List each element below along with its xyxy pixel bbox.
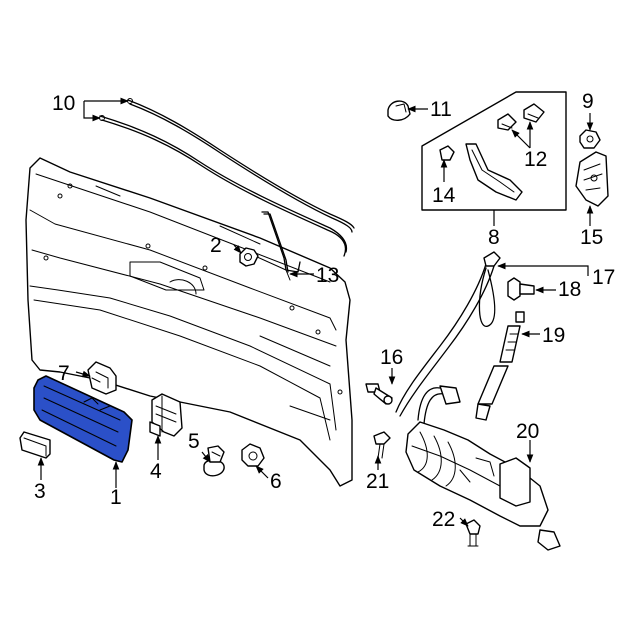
callout-labels: 1 2 3 4 5 6 7 8 9 10 11 12 13 14 15 16 1… bbox=[34, 90, 615, 531]
nut-part-2 bbox=[239, 247, 259, 267]
callout-11: 11 bbox=[430, 98, 452, 121]
callout-1: 1 bbox=[110, 486, 122, 509]
grommet-part-6 bbox=[241, 443, 265, 467]
screw-part-22 bbox=[465, 519, 481, 547]
switch-part-7 bbox=[87, 361, 117, 395]
actuator-rod bbox=[261, 211, 301, 273]
clip-part-11 bbox=[387, 100, 411, 121]
callout-21: 21 bbox=[366, 470, 389, 493]
screw-part-21 bbox=[373, 431, 391, 459]
callout-6: 6 bbox=[270, 470, 282, 493]
callout-14: 14 bbox=[432, 184, 456, 207]
latch-part-15 bbox=[575, 151, 609, 207]
bracket-part-4 bbox=[149, 393, 183, 437]
handle-assembly-highlighted bbox=[33, 375, 133, 463]
clip-part-5 bbox=[203, 445, 225, 477]
callout-17: 17 bbox=[592, 266, 615, 289]
callout-3: 3 bbox=[34, 480, 46, 503]
bolt-part-16 bbox=[365, 383, 393, 405]
actuator-motor-part-20 bbox=[405, 385, 561, 551]
callout-19: 19 bbox=[542, 324, 565, 347]
bolt-part-18 bbox=[507, 277, 535, 301]
callout-13: 13 bbox=[316, 264, 339, 287]
callout-15: 15 bbox=[580, 226, 603, 249]
callout-10: 10 bbox=[52, 92, 75, 115]
callout-5: 5 bbox=[188, 430, 200, 453]
leader-lines bbox=[37, 97, 594, 527]
tailgate-panel bbox=[25, 157, 353, 487]
cap-part-3 bbox=[19, 431, 51, 459]
callout-22: 22 bbox=[432, 508, 455, 531]
callout-2: 2 bbox=[210, 234, 222, 257]
gas-strut-part-19 bbox=[475, 311, 525, 421]
callout-12: 12 bbox=[524, 148, 547, 171]
bushing-part-9 bbox=[579, 129, 601, 149]
callout-8: 8 bbox=[488, 226, 500, 249]
callout-20: 20 bbox=[516, 420, 539, 443]
callout-18: 18 bbox=[558, 278, 581, 301]
release-cable-part-17 bbox=[395, 251, 501, 417]
handle-body bbox=[33, 375, 133, 463]
callout-16: 16 bbox=[380, 346, 403, 369]
callout-9: 9 bbox=[582, 90, 594, 113]
callout-7: 7 bbox=[58, 362, 70, 385]
callout-4: 4 bbox=[150, 460, 162, 483]
cable-assembly bbox=[99, 98, 355, 257]
